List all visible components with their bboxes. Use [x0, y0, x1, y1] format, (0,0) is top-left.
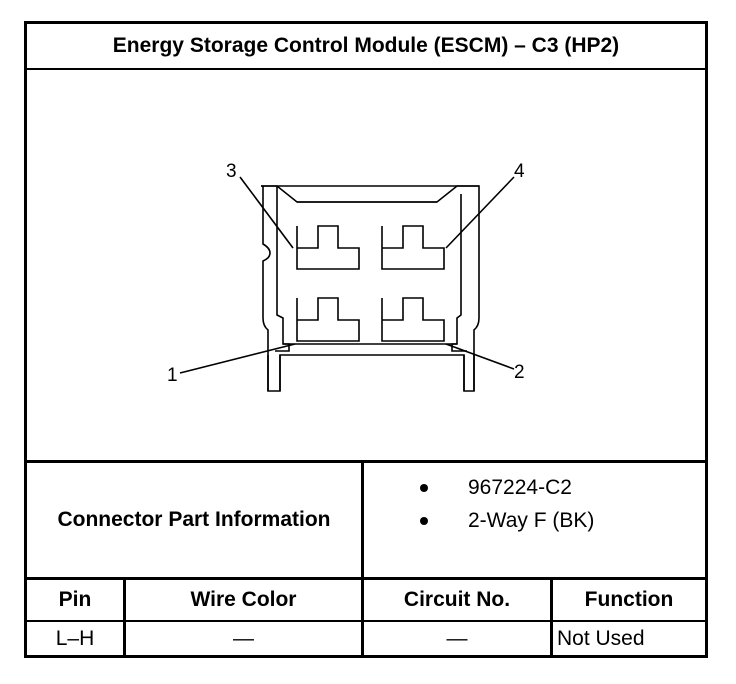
terminal-cavity-3 — [296, 225, 360, 270]
header-function: Function — [584, 588, 674, 611]
pin-label-3: 3 — [226, 161, 237, 182]
pin-1-leader — [179, 343, 296, 374]
connector-latch-left — [267, 355, 281, 391]
list-item: 2-Way F (BK) — [420, 509, 594, 533]
list-item: 967224-C2 — [420, 476, 572, 500]
cell-circuit-no: — — [364, 622, 553, 655]
header-circuit-no: Circuit No. — [364, 580, 553, 620]
connector-diagram: 3 4 1 2 — [27, 68, 705, 463]
header-pin: Pin — [27, 580, 126, 620]
connector-inner-wall — [275, 186, 290, 352]
cell-function: Not Used — [557, 626, 645, 650]
connector-face-drawing: 3 4 1 2 — [167, 161, 525, 392]
connector-info-sheet: Energy Storage Control Module (ESCM) – C… — [24, 21, 708, 658]
cell-wire-color: — — [126, 622, 364, 655]
cell-pin: L–H — [27, 622, 126, 655]
bullet-icon — [420, 484, 428, 492]
table-header-row: Pin Wire Color Circuit No. Function — [27, 580, 705, 622]
terminal-cavity-1 — [296, 297, 360, 342]
sheet-title: Energy Storage Control Module (ESCM) – C… — [27, 24, 705, 70]
connector-top-chamfer — [261, 185, 479, 203]
connector-part-info-list: 967224-C2 2-Way F (BK) — [364, 463, 705, 577]
pin-4-leader — [445, 176, 515, 249]
table-row: L–H — — Not Used — [27, 622, 705, 655]
connector-housing-outline — [261, 185, 480, 392]
pin-2-leader — [445, 343, 515, 370]
pin-label-1: 1 — [167, 365, 178, 386]
connector-inner-wall-right — [451, 194, 467, 352]
terminal-cavity-2 — [381, 297, 445, 342]
pin-label-4: 4 — [514, 161, 525, 182]
pin-label-2: 2 — [514, 362, 525, 383]
terminal-cavity-4 — [381, 225, 445, 270]
part-number: 967224-C2 — [468, 476, 572, 499]
connector-part-info-label: Connector Part Information — [27, 463, 364, 577]
connector-latch-right — [463, 355, 475, 391]
connector-description: 2-Way F (BK) — [468, 509, 595, 532]
bullet-icon — [420, 517, 428, 525]
pin-3-leader — [239, 176, 294, 249]
header-wire-color: Wire Color — [126, 580, 364, 620]
connector-part-info-row: Connector Part Information 967224-C2 2-W… — [27, 463, 705, 580]
